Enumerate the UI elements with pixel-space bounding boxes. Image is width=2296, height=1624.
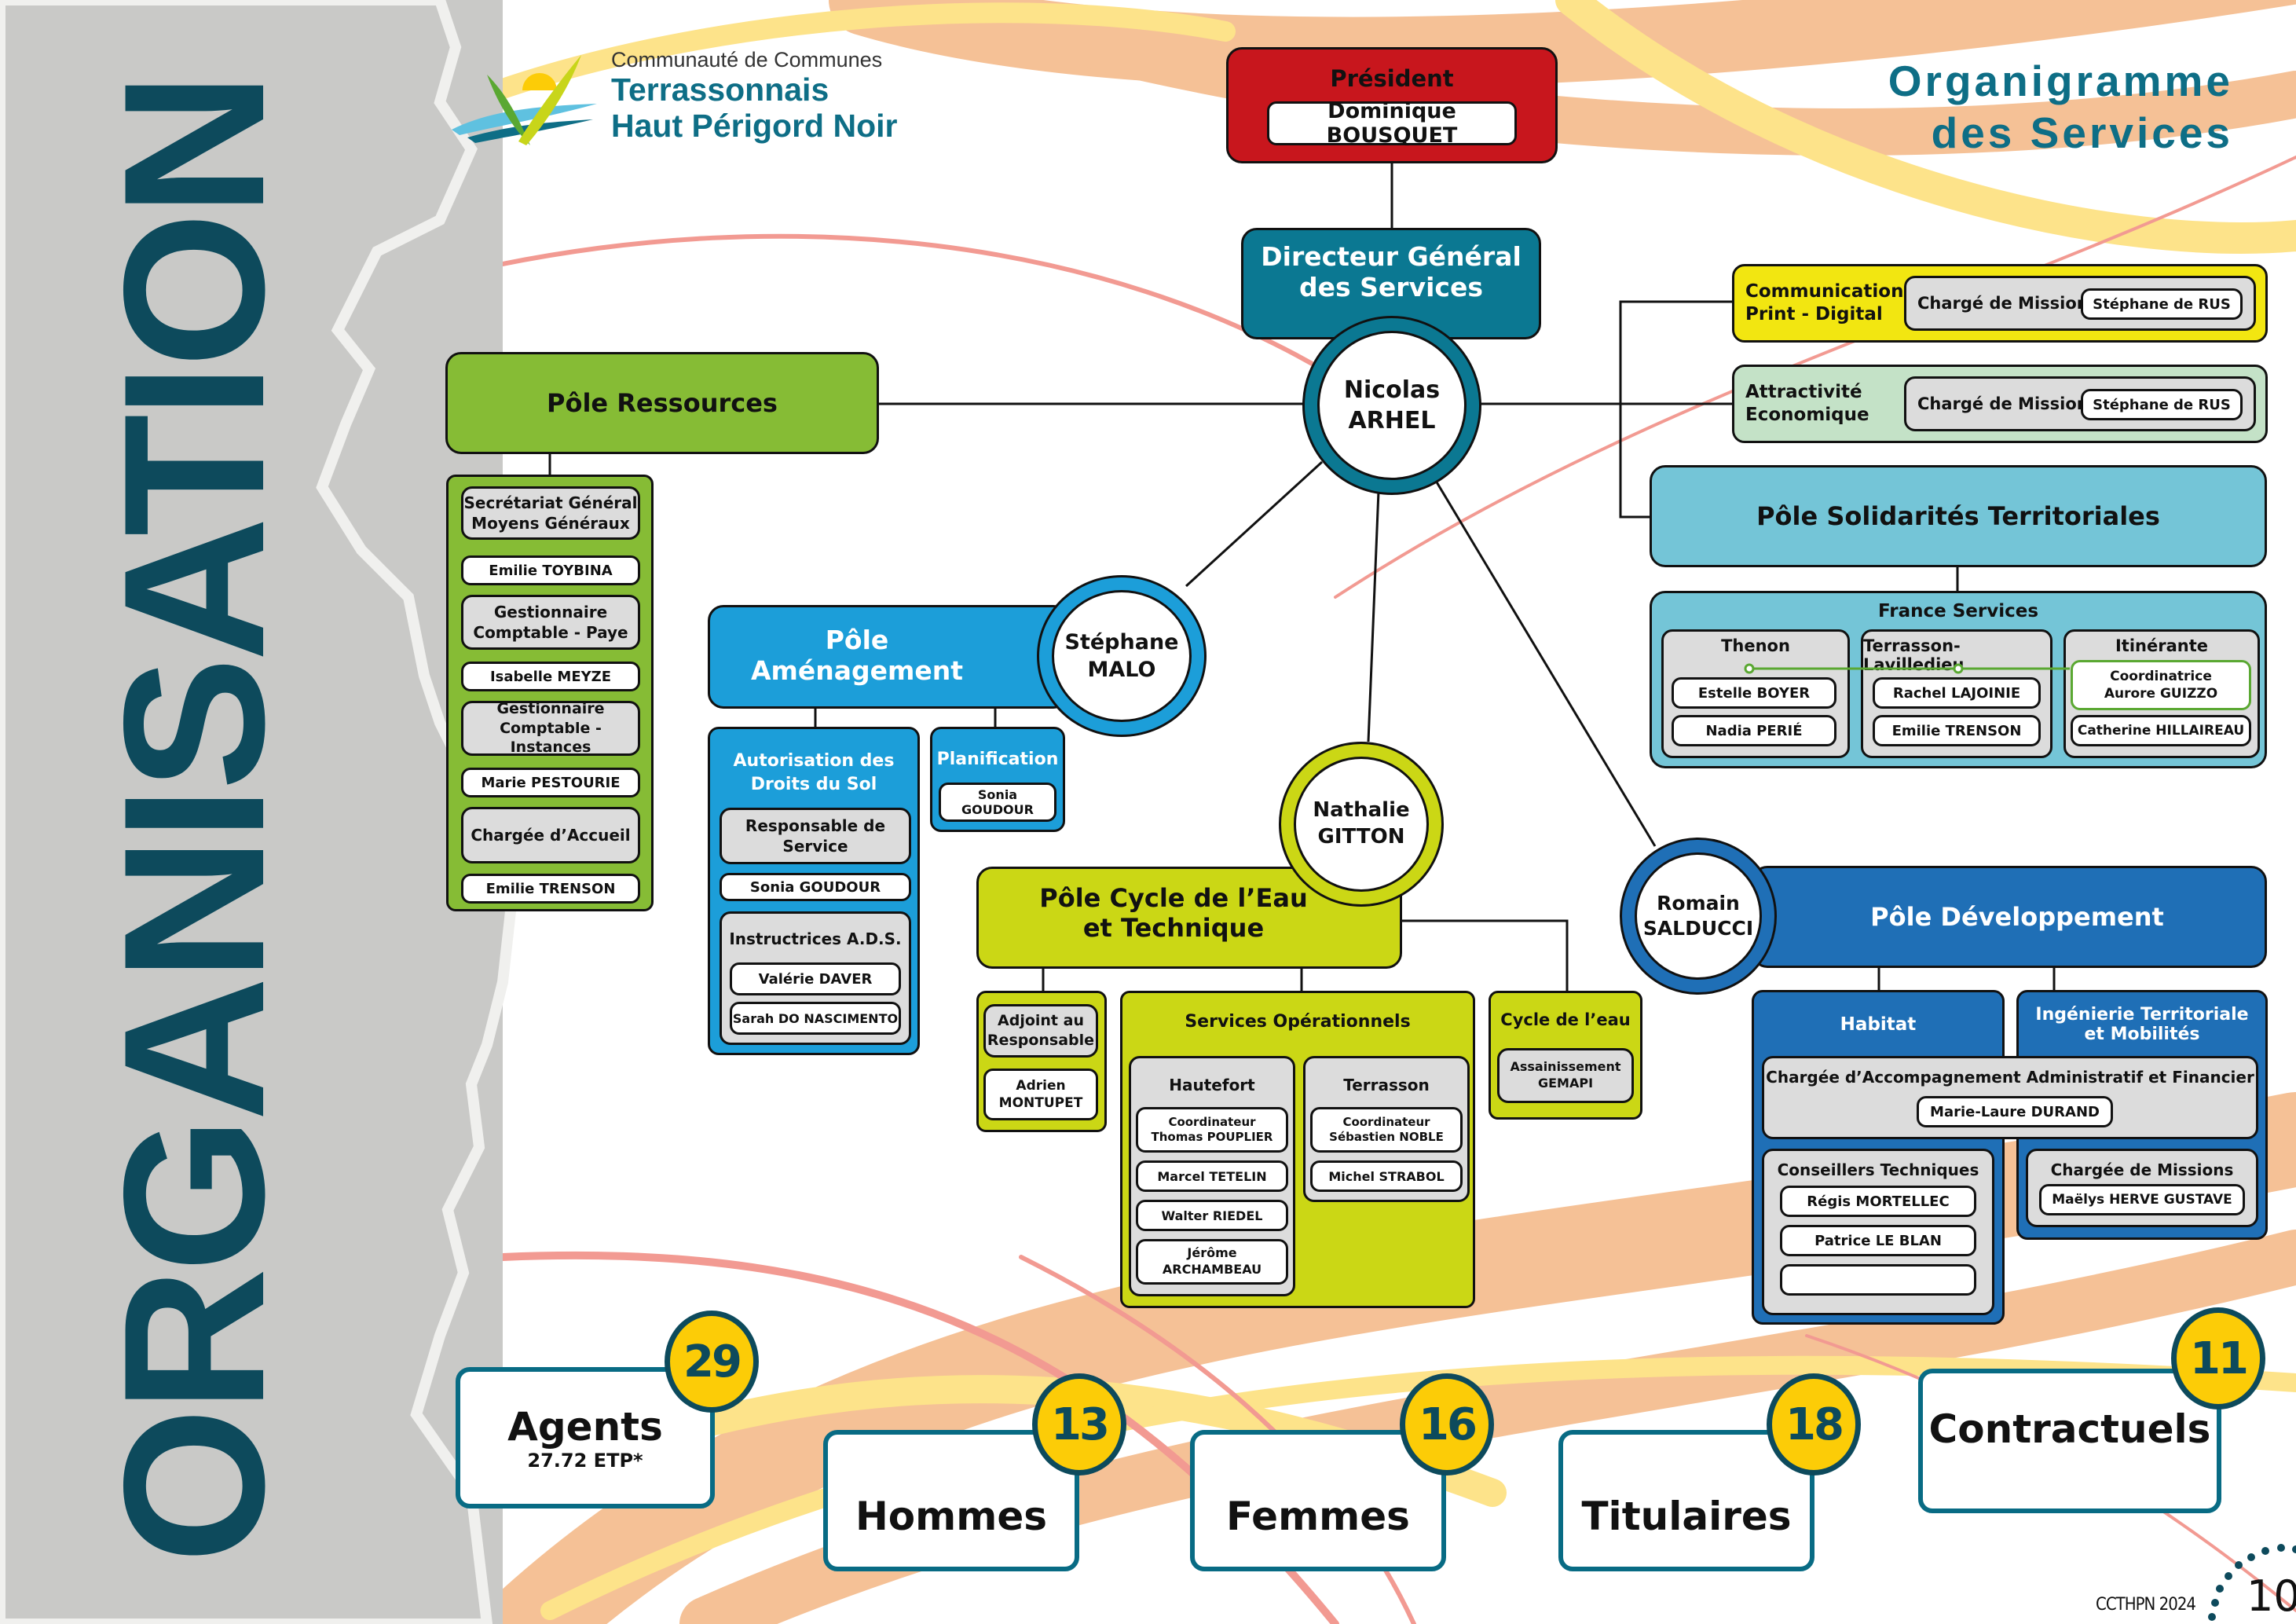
planification-box: Planification Sonia GOUDOUR [930, 727, 1065, 832]
president-box: Président Dominique BOUSQUET [1226, 47, 1558, 163]
hautefort-box: Hautefort Coordinateur Thomas POUPLIER M… [1129, 1056, 1295, 1296]
unit-person: Marie PESTOURIE [461, 768, 640, 797]
pole-amenagement-box: Pôle Aménagement [708, 605, 1069, 709]
france-services-box: France Services Thenon Estelle BOYER Nad… [1650, 591, 2267, 768]
stat-agents: Agents 27.72 ETP* [456, 1367, 715, 1509]
coordinator: Coordinateur Thomas POUPLIER [1136, 1107, 1288, 1153]
unit-role: Gestionnaire Comptable - Instances [461, 700, 640, 756]
person: Sarah DO NASCIMENTO [730, 1002, 901, 1035]
stat-contractuels-badge: 11 [2171, 1307, 2265, 1410]
person: Emilie TRENSON [1873, 715, 2041, 746]
person: Valérie DAVER [730, 962, 901, 995]
person: Nadia PERIÉ [1672, 715, 1836, 746]
unit-person: Emilie TOYBINA [461, 555, 640, 585]
communication-box: Communication Print - Digital Chargé de … [1732, 264, 2268, 343]
person: Michel STRABOL [1310, 1160, 1463, 1192]
dgs-title: Directeur Général [1261, 241, 1522, 272]
stat-titulaires: Titulaires [1558, 1430, 1814, 1571]
side-banner-organisation: ORGANISATION [82, 76, 306, 1564]
dotted-arc-decoration [2208, 1544, 2296, 1621]
person: Patrice LE BLAN [1780, 1225, 1976, 1256]
coordinator: Coordinateur Sébastien NOBLE [1310, 1107, 1463, 1153]
adjoint-role: Adjoint au Responsable [983, 1004, 1098, 1058]
president-title: Président [1330, 65, 1454, 92]
cycle-eau-item: Assainissement GEMAPI [1497, 1048, 1634, 1103]
ads-box: Autorisation des Droits du Sol Responsab… [708, 727, 920, 1055]
ressources-units: Secrétariat Général Moyens Généraux Emil… [446, 475, 654, 911]
stat-femmes: Femmes [1190, 1430, 1446, 1571]
accompagnement-person: Marie-Laure DURAND [1917, 1096, 2113, 1127]
services-operationnels-box: Services Opérationnels Hautefort Coordin… [1120, 991, 1475, 1308]
pole-developpement-box: Pôle Développement [1752, 866, 2267, 968]
site-thenon: Thenon Estelle BOYER Nadia PERIÉ [1661, 629, 1850, 758]
organization-name: Communauté de Communes Terrassonnais Hau… [611, 48, 898, 144]
stat-contractuels: Contractuels [1918, 1369, 2221, 1513]
stat-hommes-badge: 13 [1032, 1373, 1126, 1476]
president-name: Dominique BOUSQUET [1267, 99, 1517, 148]
communication-role: Chargé de Mission Stéphane de RUS [1904, 276, 2256, 331]
person: Jérôme ARCHAMBEAU [1136, 1239, 1288, 1285]
person: Marcel TETELIN [1136, 1160, 1288, 1192]
ads-instructrices: Instructrices A.D.S. Valérie DAVER Sarah… [720, 911, 911, 1045]
unit-person: Emilie TRENSON [461, 874, 640, 904]
france-services-title: France Services [1877, 601, 2039, 621]
unit-role: Chargée d’Accueil [461, 807, 640, 863]
ads-responsable: Responsable de Service [720, 808, 911, 864]
planification-person: Sonia GOUDOUR [939, 783, 1056, 822]
cycle-eau-box: Cycle de l’eau Assainissement GEMAPI [1489, 991, 1642, 1120]
attractivite-role: Chargé de Mission Stéphane de RUS [1904, 376, 2256, 431]
missions-box: Chargée de Missions Maëlys HERVE GUSTAVE [2026, 1149, 2258, 1227]
unit-role: Secrétariat Général Moyens Généraux [461, 486, 640, 540]
unit-person: Isabelle MEYZE [461, 662, 640, 691]
pole-solidarites-box: Pôle Solidarités Territoriales [1650, 465, 2267, 567]
stat-titulaires-badge: 18 [1767, 1373, 1861, 1476]
attractivite-box: Attractivité Economique Chargé de Missio… [1732, 365, 2268, 443]
person: Rachel LAJOINIE [1873, 677, 2041, 709]
dgs-name-last: ARHEL [1348, 407, 1436, 434]
logo-icon [452, 55, 597, 145]
dgs-name-first: Nicolas [1343, 376, 1441, 404]
person-vacant [1780, 1264, 1976, 1296]
stat-hommes: Hommes [823, 1430, 1079, 1571]
footer-doc-id: CCTHPN 2024 [2096, 1595, 2196, 1615]
accompagnement-box: Chargée d’Accompagnement Administratif e… [1762, 1056, 2258, 1139]
page-title: Organigramme des Services [1888, 57, 2233, 157]
stat-agents-badge: 29 [665, 1311, 759, 1413]
stat-femmes-badge: 16 [1400, 1373, 1494, 1476]
unit-role: Gestionnaire Comptable - Paye [461, 595, 640, 650]
adjoint-person: Adrien MONTUPET [983, 1069, 1098, 1120]
ads-responsable-name: Sonia GOUDOUR [720, 873, 911, 901]
person: Maëlys HERVE GUSTAVE [2039, 1184, 2245, 1215]
terrasson-box: Terrasson Coordinateur Sébastien NOBLE M… [1303, 1056, 1470, 1202]
conseillers-box: Conseillers Techniques Régis MORTELLEC P… [1762, 1149, 1994, 1315]
coordinator: Coordinatrice Aurore GUIZZO [2071, 660, 2251, 710]
communication-person: Stéphane de RUS [2081, 288, 2243, 320]
person: Régis MORTELLEC [1780, 1186, 1976, 1217]
site-itinerante: Itinérante Coordinatrice Aurore GUIZZO C… [2063, 629, 2260, 758]
person: Catherine HILLAIREAU [2071, 715, 2251, 746]
page-number: 10 [2247, 1571, 2296, 1621]
adjoint-box: Adjoint au Responsable Adrien MONTUPET [976, 991, 1107, 1132]
person: Estelle BOYER [1672, 677, 1836, 709]
person: Walter RIEDEL [1136, 1200, 1288, 1231]
attractivite-person: Stéphane de RUS [2081, 389, 2243, 420]
site-terrasson-lavilledieu: Terrasson-Lavilledieu Rachel LAJOINIE Em… [1861, 629, 2052, 758]
pole-ressources-box: Pôle Ressources [445, 352, 879, 454]
